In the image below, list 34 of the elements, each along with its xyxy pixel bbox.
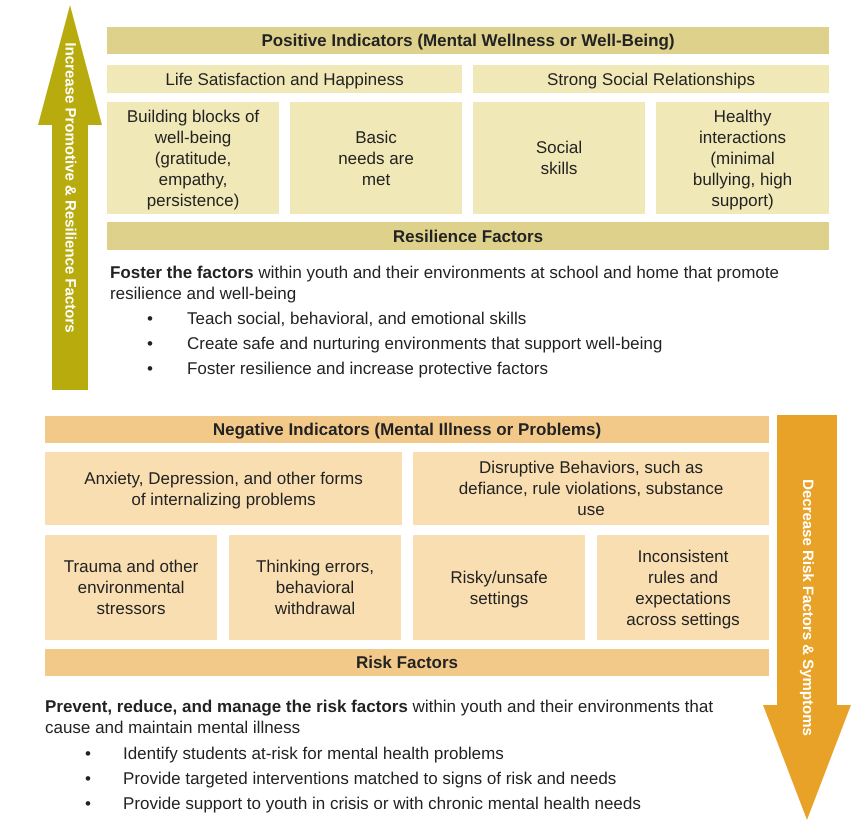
factor-box: Inconsistent rules and expectations across settings xyxy=(597,535,769,640)
factor-box: Disruptive Behaviors, such as defiance, rule violations, substance use xyxy=(413,452,769,525)
block-arrow xyxy=(38,5,102,390)
factor-box: Basic needs are met xyxy=(290,102,462,214)
bullet-marker: • xyxy=(147,308,153,329)
header-bar: Resilience Factors xyxy=(107,222,829,250)
factor-box: Healthy interactions (minimal bullying, high support) xyxy=(656,102,829,214)
header-bar: Positive Indicators (Mental Wellness or Well-Being) xyxy=(107,27,829,54)
header-bar: Risk Factors xyxy=(45,649,769,676)
arrow-label: Decrease Risk Factors & Symptoms xyxy=(798,479,816,736)
bullet-text: Provide targeted interventions matched to signs of risk and needs xyxy=(123,768,618,789)
bullet-text: Create safe and nurturing environments that support well-being xyxy=(187,333,664,354)
factor-box: Trauma and other environmental stressors xyxy=(45,535,217,640)
bullet-marker: • xyxy=(147,358,153,379)
bullet-text: Identify students at-risk for mental health problems xyxy=(123,743,505,764)
factor-box: Thinking errors, behavioral withdrawal xyxy=(229,535,401,640)
bullet-text: Foster resilience and increase protective factors xyxy=(187,358,549,379)
header-bar: Negative Indicators (Mental Illness or Problems) xyxy=(45,416,769,443)
body-text: Foster the factors within youth and their environments at school and home that promote resilience and well-being xyxy=(110,262,780,304)
arrow-label: Increase Promotive & Resilience Factors xyxy=(62,42,79,333)
factor-box: Life Satisfaction and Happiness xyxy=(107,65,462,93)
bullet-text: Teach social, behavioral, and emotional skills xyxy=(187,308,528,329)
body-text: Prevent, reduce, and manage the risk factors within youth and their environments that cause and maintain mental illness xyxy=(45,696,714,738)
factor-box: Anxiety, Depression, and other forms of internalizing problems xyxy=(45,452,402,525)
bullet-marker: • xyxy=(85,768,91,789)
factor-box: Social skills xyxy=(473,102,645,214)
bullet-marker: • xyxy=(147,333,153,354)
factor-box: Risky/unsafe settings xyxy=(413,535,585,640)
bullet-text: Provide support to youth in crisis or with chronic mental health needs xyxy=(123,793,642,814)
block-arrow xyxy=(763,415,851,820)
factor-box: Building blocks of well-being (gratitude, empathy, persistence) xyxy=(107,102,279,214)
bullet-marker: • xyxy=(85,793,91,814)
bullet-marker: • xyxy=(85,743,91,764)
factor-box: Strong Social Relationships xyxy=(473,65,829,93)
